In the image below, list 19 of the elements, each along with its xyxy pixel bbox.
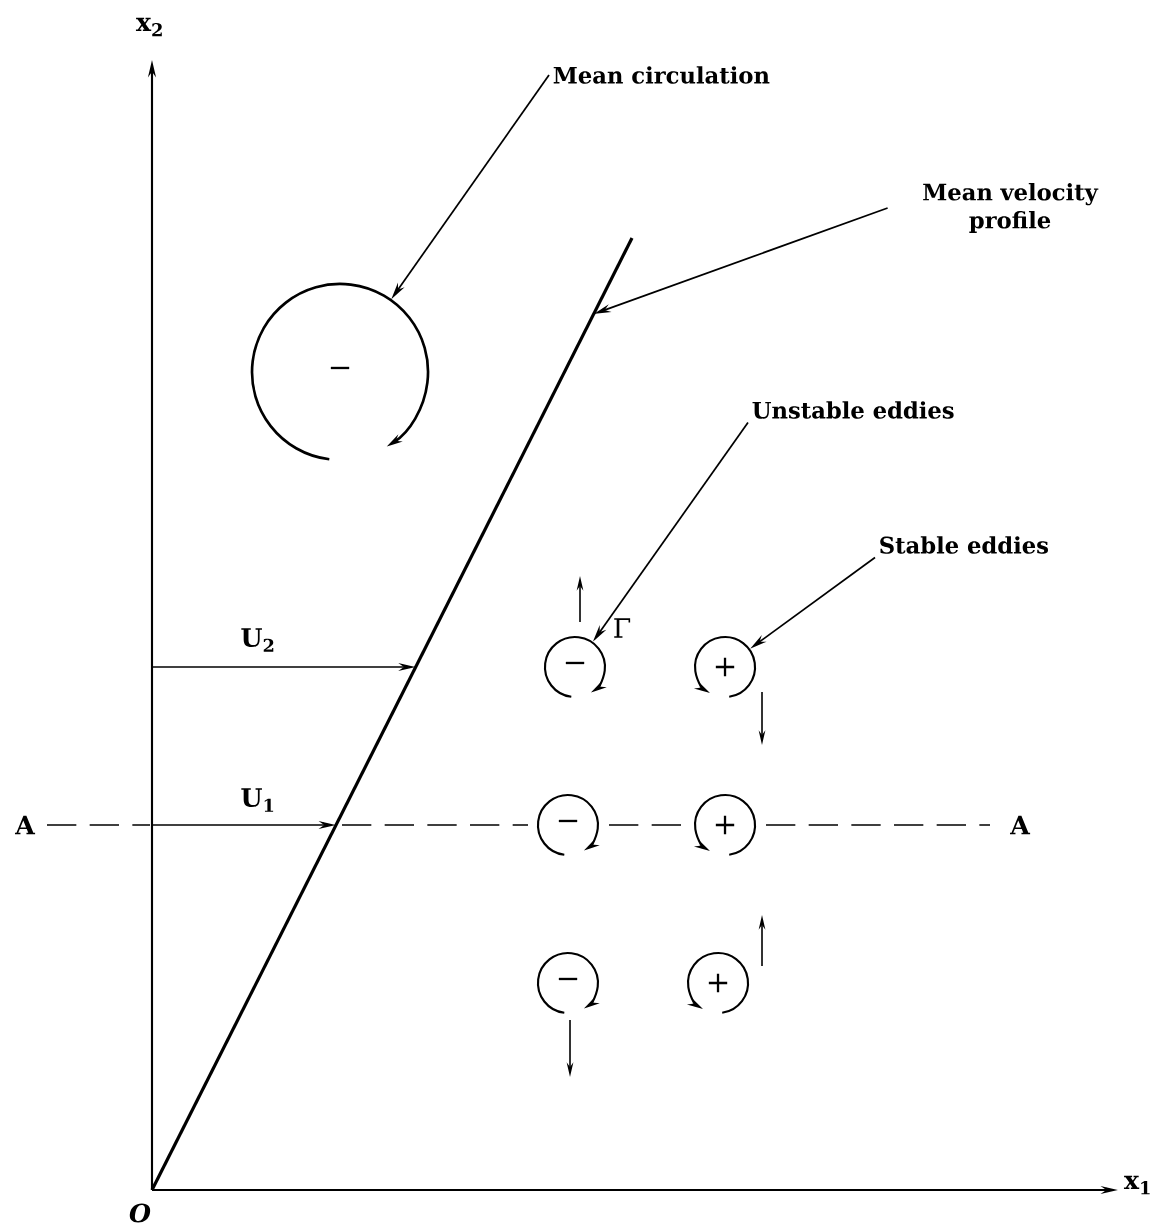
axis-label: x$_{2}$ <box>135 17 162 37</box>
node-label: − <box>558 977 578 981</box>
node-label: + <box>708 973 728 993</box>
origin-label: O <box>129 1203 151 1223</box>
callout-text: Mean velocity profile <box>923 183 1099 233</box>
callout-text: Unstable eddies <box>752 401 954 419</box>
node-label: + <box>715 815 735 835</box>
node-label: − <box>565 661 585 665</box>
section-label: A <box>15 815 36 835</box>
axis-label: x$_{1}$ <box>1123 1175 1150 1195</box>
section-label: A <box>1010 815 1031 835</box>
node-label: + <box>715 657 735 677</box>
velocity-label: U$_{1}$ <box>241 788 274 812</box>
velocity-label: U$_{2}$ <box>241 628 274 652</box>
node-label: − <box>330 366 350 370</box>
circulation-symbol: Γ <box>614 618 631 638</box>
node-label: − <box>558 819 578 823</box>
callout-text: Stable eddies <box>880 536 1048 554</box>
callout-text: Mean circulation <box>553 66 770 84</box>
